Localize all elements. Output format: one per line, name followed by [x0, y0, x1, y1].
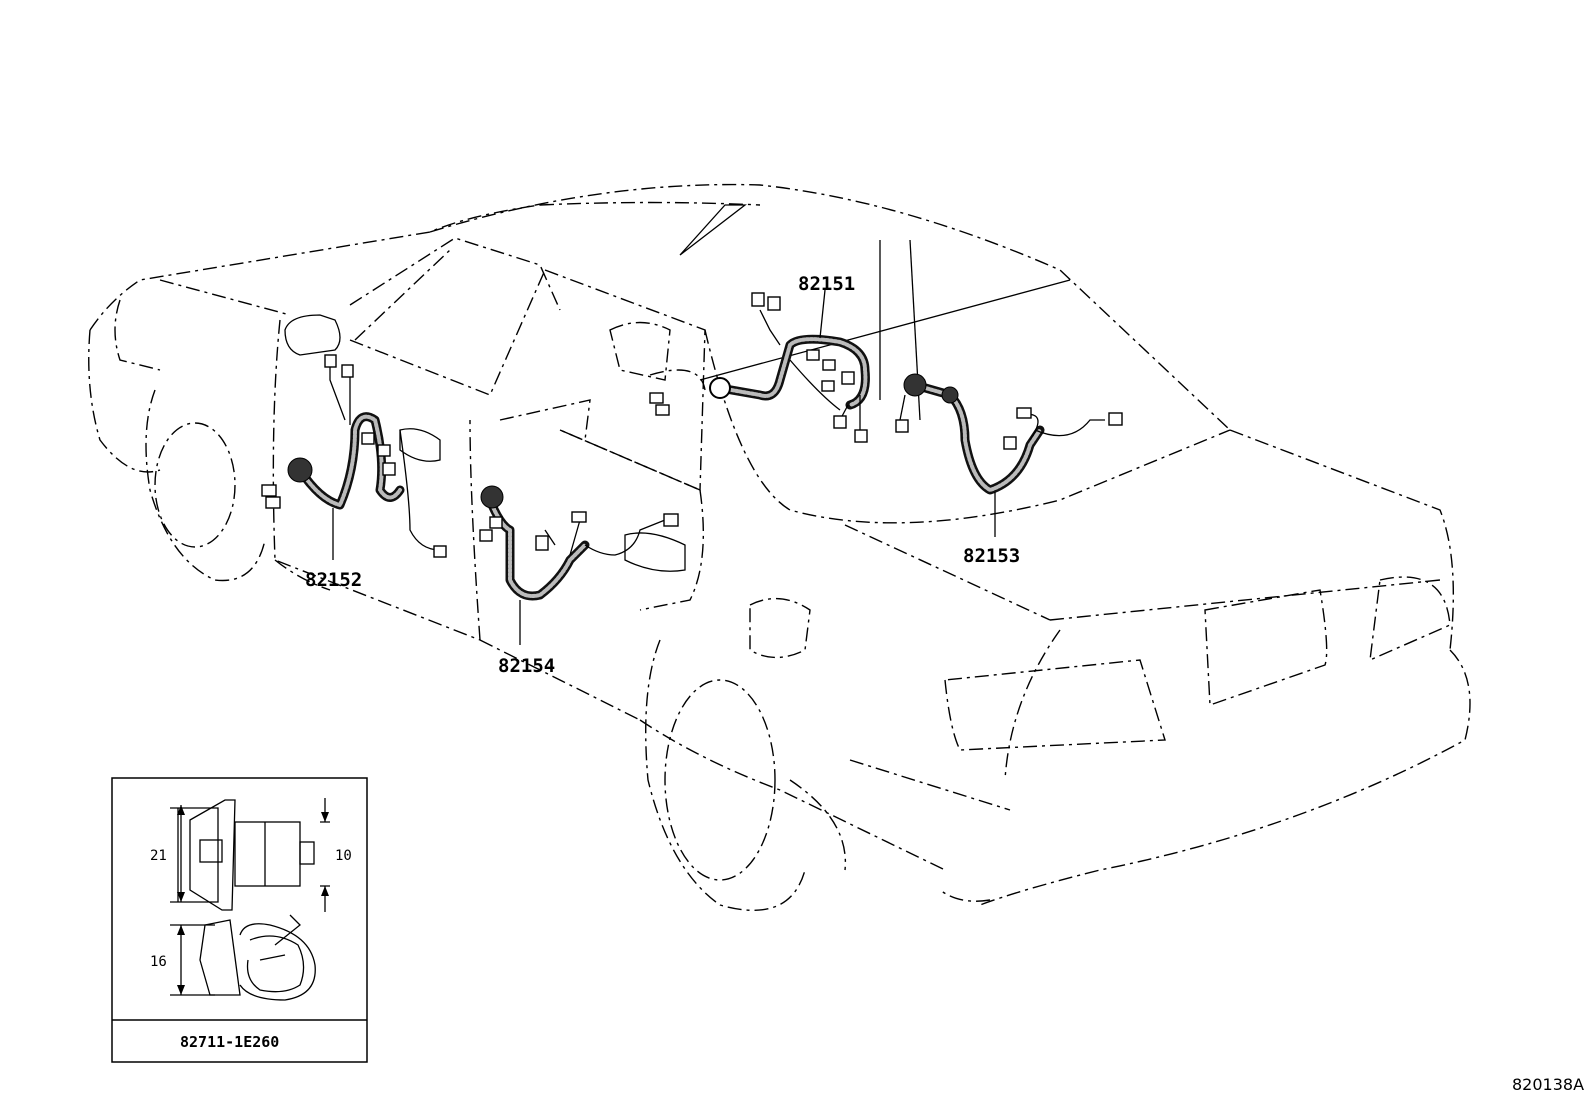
- harness-82154: [479, 485, 679, 601]
- rear-door-handle: [624, 532, 686, 572]
- callout-82151: 82151: [798, 273, 855, 295]
- harness-82153: [895, 373, 1123, 495]
- clip-side-view: [170, 798, 330, 912]
- rear-wheel: [645, 639, 847, 912]
- clip-part-number: 82711-1E260: [180, 1033, 279, 1051]
- dim-21-label: 21: [150, 848, 167, 864]
- roof-line: [699, 279, 1071, 381]
- figure-id: 820138A: [1512, 1075, 1584, 1094]
- interior-seats: [499, 321, 706, 441]
- front-wheel: [145, 389, 266, 582]
- side-mirror: [284, 314, 341, 356]
- harness-82152: [261, 354, 447, 558]
- callout-82153: 82153: [963, 545, 1020, 567]
- leader-82151: [819, 289, 826, 339]
- front-door-handle: [399, 428, 441, 462]
- dim-10-label: 10: [335, 848, 352, 864]
- dim-16-label: 16: [150, 954, 167, 970]
- roof-pillar: [679, 204, 747, 256]
- callout-82154: 82154: [498, 655, 555, 677]
- car-body-outline: [88, 183, 1471, 906]
- harness-82151: [649, 292, 870, 443]
- callout-82152: 82152: [305, 569, 362, 591]
- inset-clip-detail: 21 10 16 82711-1E260: [111, 777, 368, 1063]
- clip-end-view: [170, 914, 316, 1001]
